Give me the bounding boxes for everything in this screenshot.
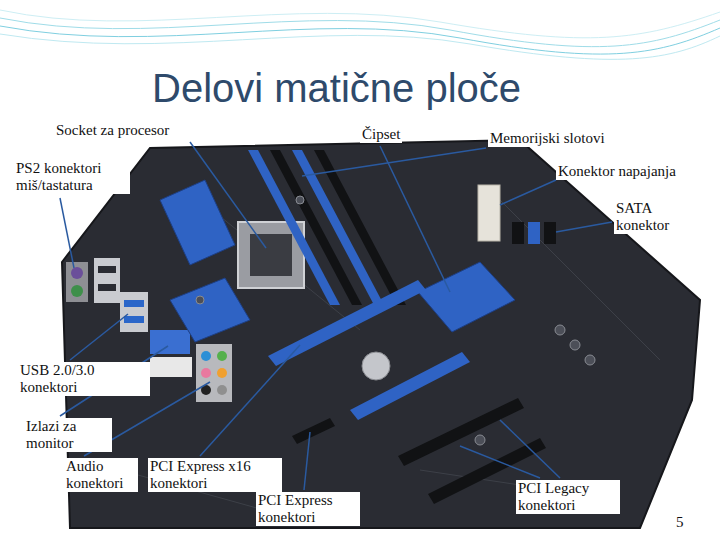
leader-lines-part: [500, 420, 560, 478]
part-label: Memorijski slotovi: [488, 130, 607, 147]
leader-lines: [60, 142, 612, 490]
part-label: PCI Express konektori: [256, 492, 360, 526]
part-label: Izlazi za monitor: [24, 418, 112, 452]
io-panel-part: [71, 285, 83, 297]
io-panel-part: [217, 351, 227, 361]
io-panel-part: [217, 368, 227, 378]
leader-lines-part: [460, 446, 540, 478]
power-connector: [478, 185, 500, 241]
header-waves-part: [0, 34, 720, 59]
leader-lines-part: [200, 345, 300, 456]
part-label: Audio konektori: [64, 458, 138, 492]
io-panel-part: [66, 262, 88, 302]
io-panel-part: [98, 284, 116, 291]
motherboard-part: [62, 140, 700, 528]
slide-number: 5: [674, 514, 686, 531]
cpu-socket-part: [250, 234, 292, 276]
header-waves-part: [0, 18, 720, 47]
leader-lines-part: [556, 222, 612, 232]
chipset-heatsink: [418, 262, 515, 332]
part-label: PCI Legacy konektori: [516, 480, 620, 514]
expansion-slots: [268, 280, 546, 504]
board-battery: [362, 352, 390, 380]
io-panel-part: [124, 316, 144, 323]
io-panel-part: [217, 385, 227, 395]
header-waves: [0, 10, 720, 59]
part-label: Čipset: [360, 126, 402, 143]
sata-connectors-part: [544, 222, 556, 244]
capacitors-part: [475, 435, 485, 445]
part-label: Socket za procesor: [54, 122, 171, 139]
leader-lines-part: [304, 432, 310, 490]
leader-lines-part: [60, 198, 74, 268]
header-waves-part: [0, 26, 720, 54]
leader-lines-part: [70, 314, 128, 360]
vrm-heatsink-part: [160, 180, 235, 265]
expansion-slots-part: [292, 418, 335, 444]
capacitors-part: [296, 196, 304, 204]
leader-lines-part: [302, 148, 486, 176]
chipset-heatsink-part: [418, 262, 515, 332]
io-panel-part: [201, 368, 211, 378]
part-label: Konektor napajanja: [556, 163, 678, 180]
sata-connectors-part: [528, 222, 540, 244]
capacitors-part: [570, 340, 580, 350]
sata-connectors-part: [512, 222, 524, 244]
io-panel-part: [196, 344, 232, 402]
leader-lines-part: [190, 142, 266, 248]
sata-connectors: [512, 222, 556, 244]
io-panel-part: [71, 267, 83, 279]
capacitors-part: [555, 325, 565, 335]
leader-lines-part: [500, 180, 556, 205]
motherboard: [62, 140, 700, 528]
memory-slots-part: [314, 150, 406, 305]
io-panel-part: [124, 300, 144, 307]
io-panel-part: [120, 292, 148, 332]
part-label: PCI Express x16 konektori: [148, 458, 282, 492]
slide-title: Delovi matične ploče: [152, 66, 521, 111]
io-panel-part: [150, 357, 192, 377]
capacitors-part: [585, 355, 595, 365]
vrm-heatsink: [160, 180, 250, 342]
memory-slots-part: [248, 150, 340, 305]
part-label: PS2 konektori miš/tastatura: [14, 160, 130, 194]
power-connector-part: [478, 185, 500, 241]
memory-slots: [248, 150, 406, 305]
io-panel-part: [150, 330, 190, 354]
header-waves-part: [0, 10, 720, 38]
leader-lines-part: [380, 146, 450, 292]
io-panel-part: [94, 258, 120, 303]
capacitors-part: [196, 296, 204, 304]
part-label: USB 2.0/3.0 konektori: [18, 362, 150, 396]
board-battery-part: [362, 352, 390, 380]
io-panel-part: [201, 351, 211, 361]
memory-slots-part: [292, 150, 384, 305]
io-panel-part: [98, 266, 116, 273]
part-label: SATA konektor: [614, 200, 702, 234]
expansion-slots-part: [350, 352, 470, 420]
